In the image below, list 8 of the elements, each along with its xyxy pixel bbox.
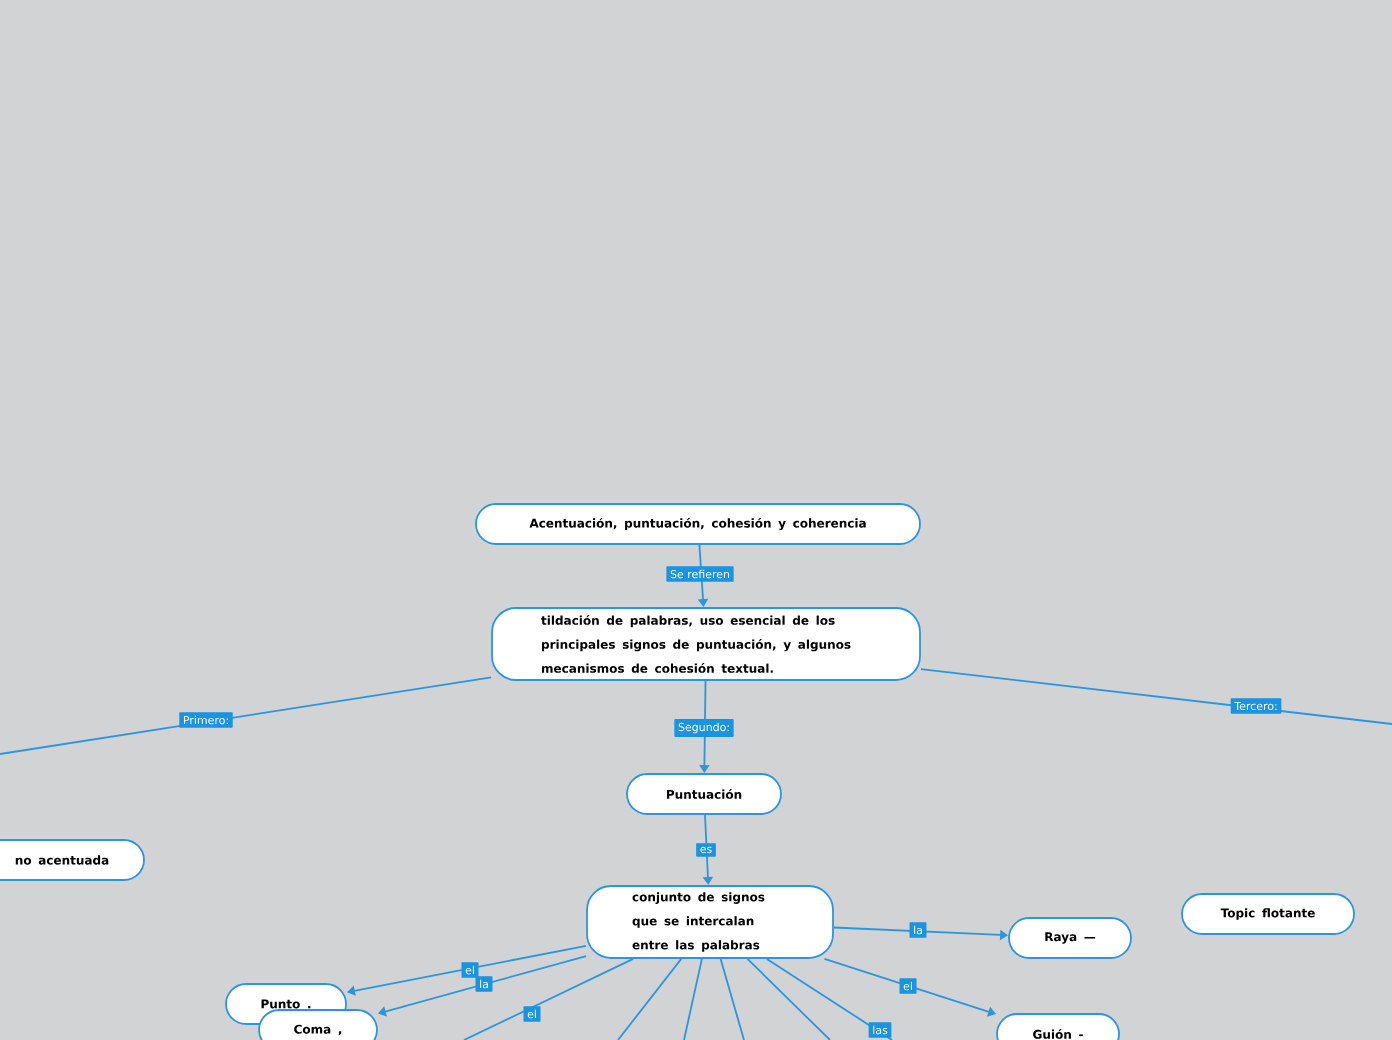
- connector: [746, 958, 831, 1040]
- connector: [617, 958, 683, 1040]
- connector: [719, 958, 745, 1040]
- connector: [463, 958, 635, 1040]
- connector: [683, 958, 703, 1040]
- connector: [0, 676, 492, 755]
- connector: [766, 958, 893, 1040]
- connector: [920, 668, 1392, 725]
